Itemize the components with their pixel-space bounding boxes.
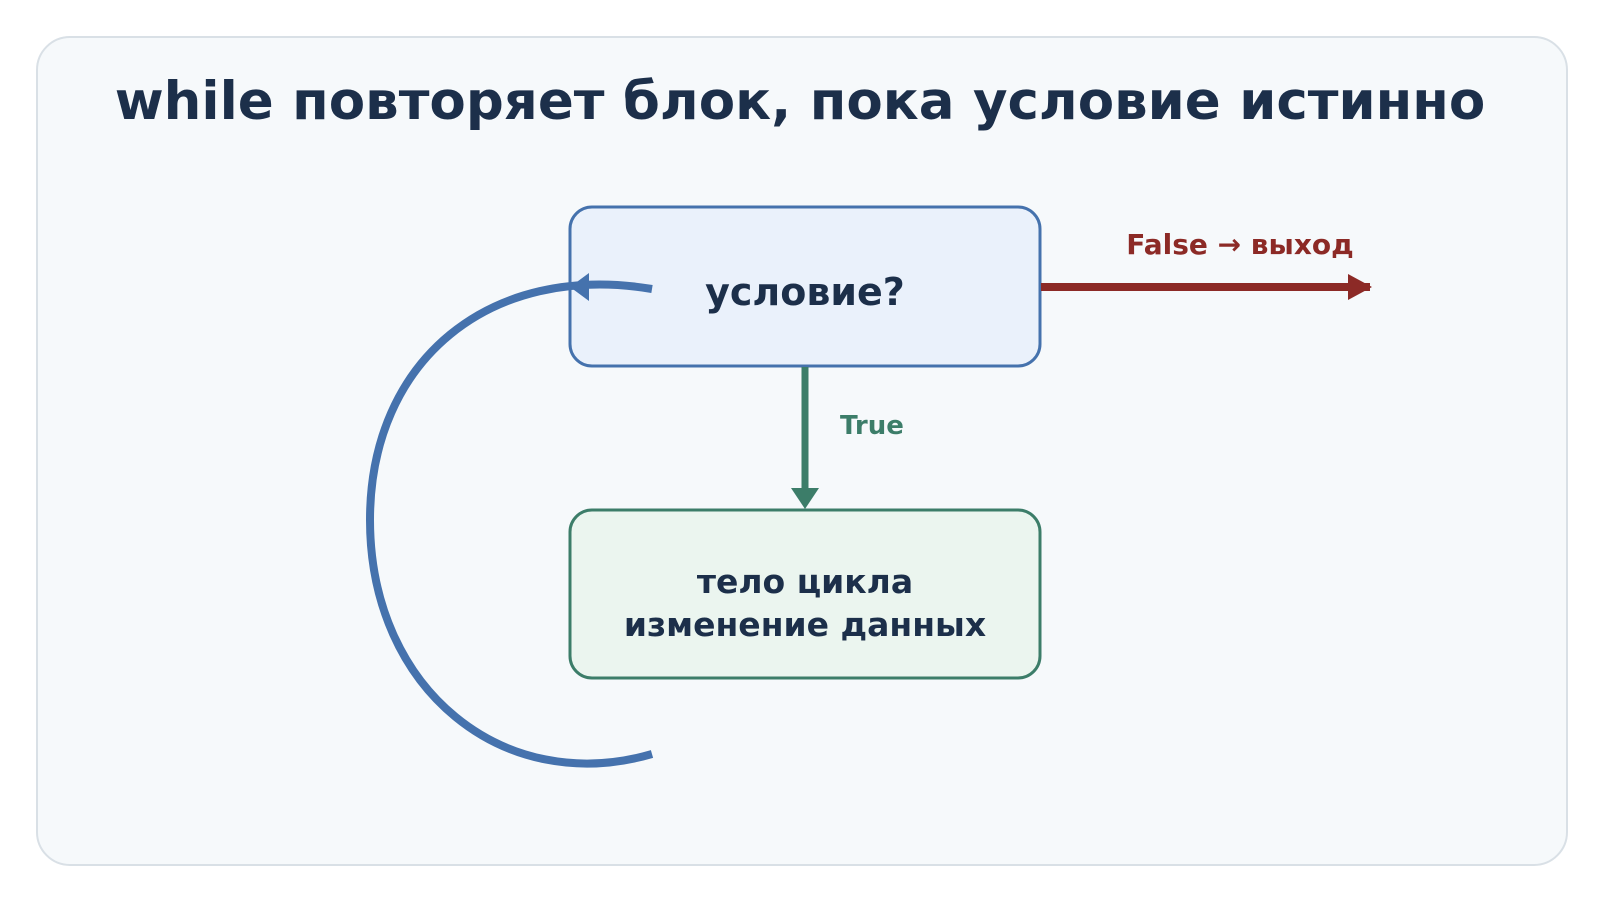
loop-back-arrowhead <box>570 273 589 301</box>
false-edge-arrowhead <box>1348 274 1372 300</box>
loop-back-edge <box>365 273 654 768</box>
true-edge-arrowhead <box>791 488 819 509</box>
condition-label: условие? <box>705 270 905 314</box>
diagram-title: while повторяет блок, пока условие истин… <box>114 71 1486 132</box>
condition-node: условие? <box>568 205 1042 368</box>
body-label-line1: тело цикла <box>697 562 913 601</box>
body-node: тело цикла изменение данных <box>568 508 1042 680</box>
loop-back-arc <box>365 280 654 768</box>
body-label-line2: изменение данных <box>624 605 986 644</box>
true-edge: True <box>791 367 904 509</box>
false-edge-label: False → выход <box>1126 228 1354 261</box>
false-edge: False → выход <box>1041 228 1372 300</box>
true-edge-label: True <box>840 411 904 441</box>
body-box <box>568 508 1042 680</box>
